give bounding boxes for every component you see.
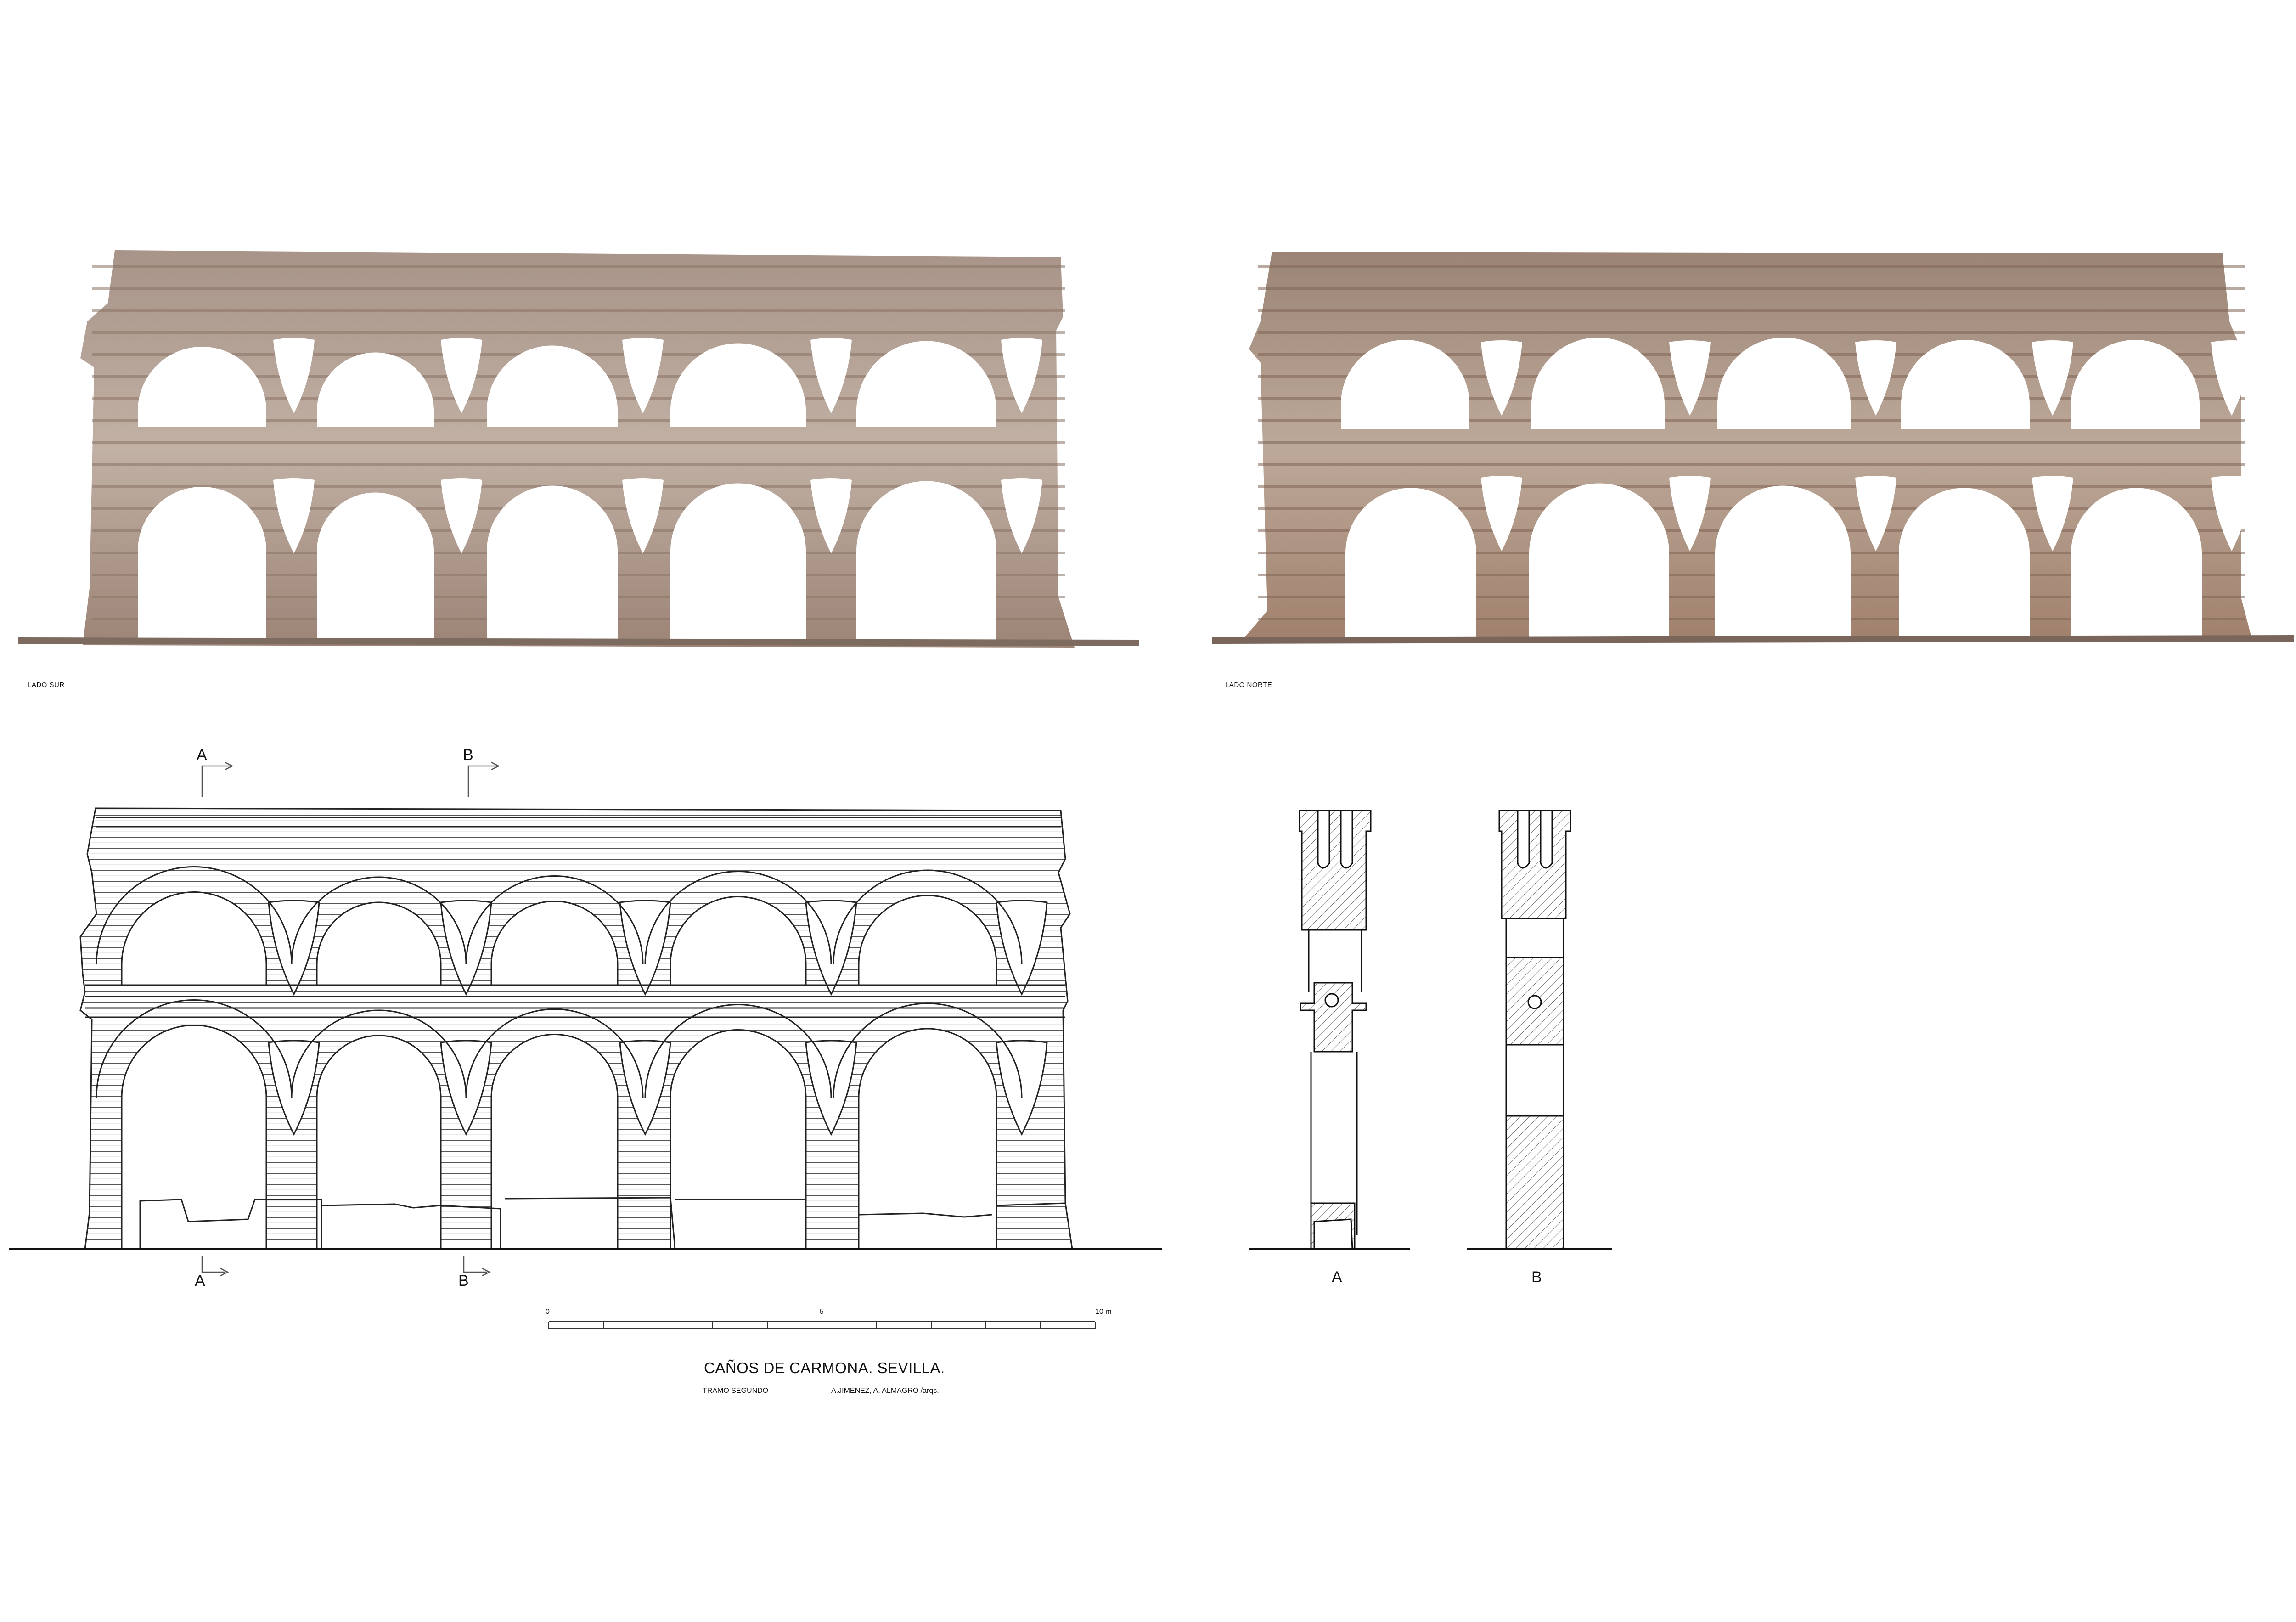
section-b-label: B: [1531, 1268, 1542, 1286]
scale-tick-5: 5: [820, 1308, 824, 1316]
section-a-label: A: [1332, 1268, 1342, 1286]
north-photo-elevation: [1212, 252, 2294, 644]
drawing-authors: A.JIMENEZ, A. ALMAGRO /arqs.: [831, 1387, 939, 1395]
section-markers: [201, 761, 500, 1277]
scale-tick-10: 10 m: [1095, 1308, 1112, 1316]
south-photo-elevation: [18, 250, 1139, 648]
scale-tick-0: 0: [546, 1308, 550, 1316]
section-b-drawing: [1467, 810, 1612, 1250]
section-marker-b-bottom: B: [458, 1272, 469, 1290]
section-marker-a-bottom: A: [195, 1272, 205, 1290]
drawing-subtitle: TRAMO SEGUNDO: [703, 1387, 769, 1395]
section-marker-a-top: A: [197, 746, 207, 764]
south-photo-label: LADO SUR: [28, 681, 65, 689]
drawing-title: CAÑOS DE CARMONA. SEVILLA.: [704, 1359, 945, 1376]
section-marker-b-top: B: [463, 746, 473, 764]
north-photo-label: LADO NORTE: [1225, 681, 1272, 689]
scale-bar: [548, 1321, 1096, 1329]
line-drawing-elevation: [9, 807, 1162, 1250]
section-a-drawing: [1249, 810, 1410, 1250]
